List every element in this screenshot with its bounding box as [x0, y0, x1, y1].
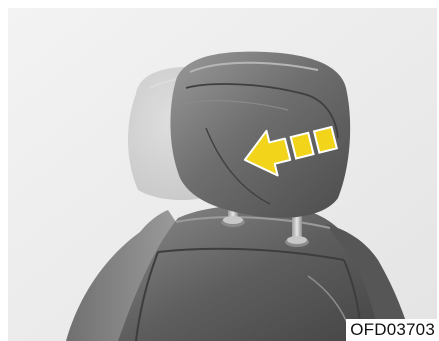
illustration-panel: OFD03703: [8, 8, 437, 341]
figure-code: OFD03703: [346, 319, 437, 341]
seat-headrest-illustration: [8, 8, 437, 341]
